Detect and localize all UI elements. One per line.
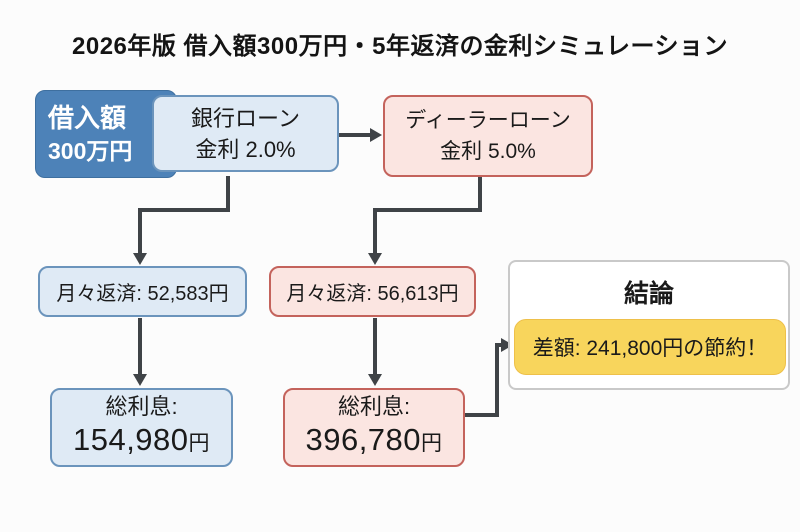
bank-loan-box: 銀行ローン 金利 2.0% — [152, 95, 339, 172]
loan-amount-label: 借入額 — [48, 103, 127, 133]
arrowhead-dealer-monthly-to-total — [368, 374, 382, 386]
arrowhead-dealer-to-monthly — [368, 253, 382, 265]
dealer-loan-box: ディーラーローン 金利 5.0% — [383, 95, 593, 177]
bank-total-interest-number: 154,980 — [72, 421, 189, 457]
arrowhead-bank-to-dealer — [370, 128, 382, 142]
arrow-total-to-savings — [465, 343, 503, 417]
arrow-dealer-to-monthly — [373, 176, 482, 255]
bank-monthly-payment-box: 月々返済: 52,583円 — [38, 266, 247, 317]
savings-text: 差額: 241,800円の節約！ — [532, 337, 768, 360]
bank-total-interest-value: 154,980円 — [73, 421, 210, 463]
arrowhead-bank-monthly-to-total — [133, 374, 147, 386]
conclusion-title: 結論 — [623, 280, 674, 308]
dealer-total-interest-value: 396,780円 — [305, 421, 442, 463]
dealer-monthly-payment-box: 月々返済: 56,613円 — [269, 266, 476, 317]
page-title: 2026年版 借入額300万円・5年返済の金利シミュレーション — [72, 33, 728, 60]
loan-amount-value: 300万円 — [48, 138, 133, 164]
bank-total-interest-unit: 円 — [188, 431, 211, 455]
arrow-bank-to-monthly — [138, 176, 230, 255]
savings-highlight-box: 差額: 241,800円の節約！ — [514, 319, 786, 375]
bank-loan-name: 銀行ローン — [191, 105, 300, 131]
dealer-loan-rate: 金利 5.0% — [440, 140, 536, 163]
dealer-total-interest-label: 総利息: — [337, 393, 411, 419]
dealer-total-interest-unit: 円 — [421, 431, 443, 455]
bank-total-interest-label: 総利息: — [105, 393, 178, 419]
conclusion-box: 結論 差額: 241,800円の節約！ — [508, 260, 790, 390]
bank-total-interest-box: 総利息: 154,980円 — [50, 388, 233, 467]
dealer-total-interest-number: 396,780 — [305, 421, 422, 457]
bank-loan-rate: 金利 2.0% — [195, 136, 296, 162]
dealer-monthly-payment: 月々返済: 56,613円 — [286, 283, 459, 305]
bank-monthly-payment: 月々返済: 52,583円 — [56, 283, 229, 305]
arrowhead-bank-to-monthly — [133, 253, 147, 265]
dealer-total-interest-box: 総利息: 396,780円 — [283, 388, 465, 467]
dealer-loan-name: ディーラーローン — [405, 109, 571, 132]
